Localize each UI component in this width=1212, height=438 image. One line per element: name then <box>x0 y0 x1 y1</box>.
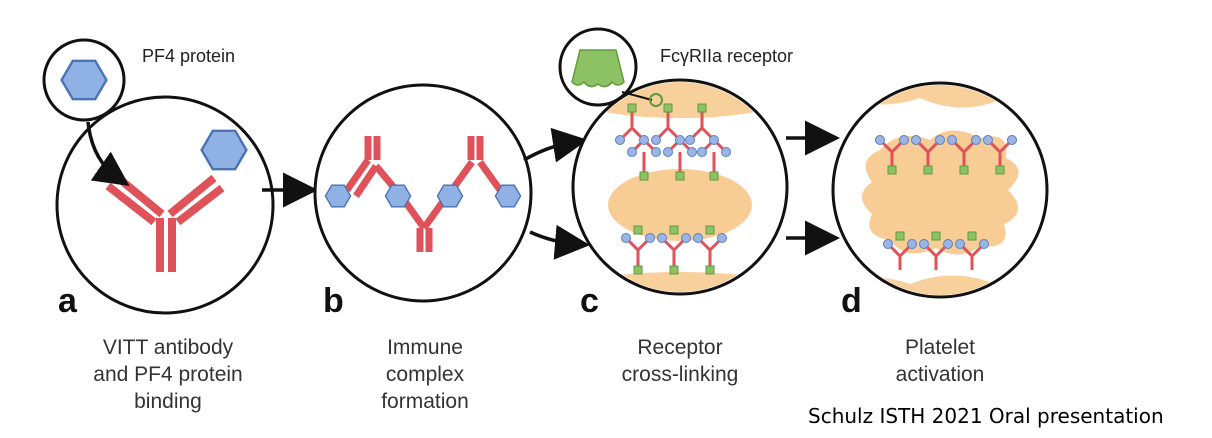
panel-c-caption: Receptor cross-linking <box>570 334 790 388</box>
pf4-callout-label: PF4 protein <box>142 46 236 66</box>
caption-line: Platelet <box>904 336 976 359</box>
panel-a-caption: VITT antibody and PF4 protein binding <box>58 334 278 415</box>
panel-b-letter: b <box>323 282 344 320</box>
panel-d-caption: Platelet activation <box>830 334 1050 388</box>
caption-line: cross-linking <box>621 363 739 386</box>
panel-d-letter: d <box>841 282 862 320</box>
caption-line: Immune <box>387 336 463 359</box>
panel-a <box>42 38 275 315</box>
panel-c <box>558 27 789 296</box>
pf4-hexagon-icon <box>494 184 522 208</box>
caption-line: complex <box>385 363 465 386</box>
antibody-icon <box>105 172 225 272</box>
panel-a-letter: a <box>58 282 77 320</box>
callout-pointer-icon <box>621 91 653 101</box>
caption-line: Receptor <box>637 336 723 359</box>
crosslink-bottom-icon <box>624 236 724 266</box>
source-credit: Schulz ISTH 2021 Oral presentation <box>808 404 1164 428</box>
fcgriia-receptor-icon <box>571 49 625 88</box>
caption-line: formation <box>381 390 469 413</box>
binding-arrow-icon <box>86 121 130 186</box>
caption-line: binding <box>134 390 202 413</box>
platelet-center-icon <box>608 169 752 241</box>
pf4-callout-hexagon-icon <box>60 59 108 101</box>
pf4-hexagon-icon <box>200 129 248 171</box>
pf4-hexagon-icon <box>436 184 464 208</box>
receptor-callout-label: FcγRIIa receptor <box>660 46 794 66</box>
activated-platelet-icon <box>862 130 1019 255</box>
crosslink-top-icon <box>878 138 1014 166</box>
crosslink-top-icon <box>618 112 728 172</box>
caption-line: and PF4 protein <box>93 363 243 386</box>
caption-line: activation <box>895 363 985 386</box>
platelet-bottom-icon <box>575 272 785 292</box>
pf4-hexagon-icon <box>324 184 352 208</box>
caption-line: VITT antibody <box>102 336 234 359</box>
panel-b <box>313 83 533 303</box>
panel-d <box>831 81 1049 299</box>
arrow-b-to-c-upper-icon <box>523 127 588 163</box>
pf4-hexagon-icon <box>384 184 412 208</box>
panel-c-letter: c <box>580 282 599 320</box>
arrow-b-to-c-lower-icon <box>529 224 590 260</box>
callout-target-icon <box>649 93 663 107</box>
crosslink-bottom-icon <box>886 242 986 270</box>
panel-b-caption: Immune complex formation <box>315 334 535 415</box>
